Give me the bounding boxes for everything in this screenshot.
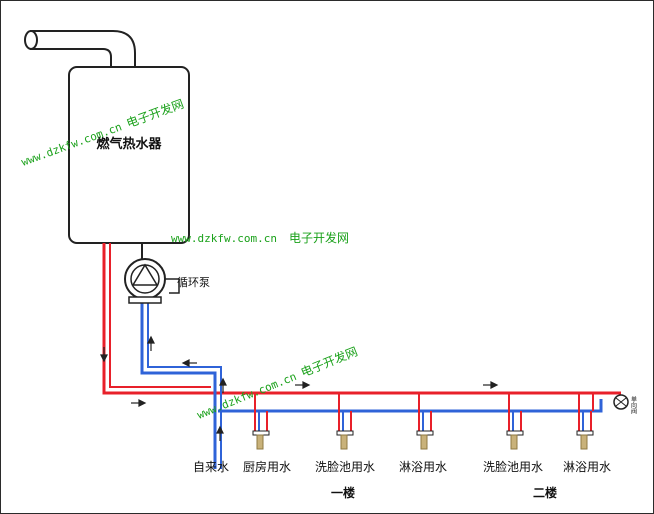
outlet-fixture [416,393,434,450]
watermark: www.dzkfw.com.cn 电子开发网 [171,230,349,245]
outlet-label-basin-1: 洗脸池用水 [315,460,375,474]
outlet-label-kitchen: 厨房用水 [243,459,291,474]
outlet-fixture [506,393,524,450]
outlet-label-shower-1: 淋浴用水 [399,460,447,474]
svg-text:电子开发网: 电子开发网 [298,343,359,379]
end-valve [613,394,629,410]
outlet-label-shower-2: 淋浴用水 [563,460,611,474]
outlet-fixture [576,393,594,450]
floor-label-2: 二楼 [533,485,557,500]
outlet-fixture [336,393,354,450]
gas-water-heater [68,66,190,244]
pump-label: 循环泵 [177,276,210,289]
hot-water-main [102,243,621,395]
inlet-label: 自来水 [193,460,229,474]
end-valve-label: 单向阀 [630,395,637,415]
circulation-pump [124,243,180,304]
flow-arrows [100,335,499,441]
exhaust-pipe [24,30,136,70]
floor-label-1: 一楼 [331,485,355,500]
svg-text:www.dzkfw.com.cn: www.dzkfw.com.cn [171,232,277,245]
cold-water-line [140,301,603,469]
heater-label: 燃气热水器 [96,136,162,152]
outlet-label-basin-2: 洗脸池用水 [483,460,543,474]
svg-text:www.dzkfw.com.cn: www.dzkfw.com.cn [195,370,298,422]
outlet-fixture [252,393,270,450]
svg-text:电子开发网: 电子开发网 [289,230,349,245]
